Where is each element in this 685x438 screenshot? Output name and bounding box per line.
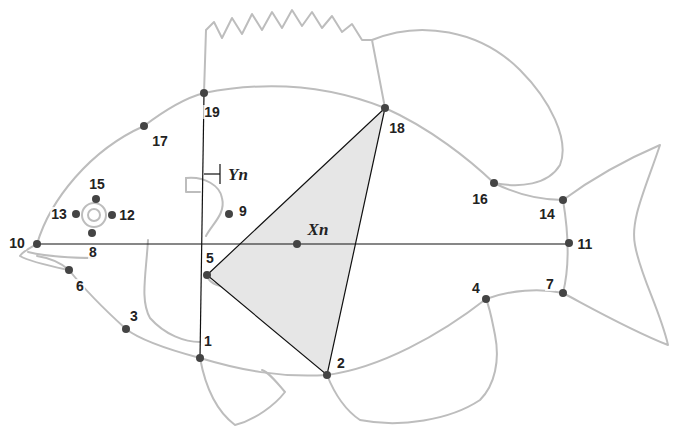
landmark-number: 7 <box>545 277 555 291</box>
axis-label: Yn <box>227 166 249 183</box>
landmark-number: 3 <box>129 309 139 323</box>
landmark-number: 5 <box>205 251 215 265</box>
axis-label: Xn <box>307 221 330 238</box>
landmark-number: 13 <box>50 207 68 221</box>
axis-tick <box>219 164 220 184</box>
landmark-number: 18 <box>388 121 406 135</box>
horizontal-axis <box>37 243 569 244</box>
landmark-number: 6 <box>75 279 85 293</box>
landmark-number: 9 <box>238 204 248 218</box>
landmark-number: 2 <box>336 356 346 370</box>
landmark-number: 16 <box>471 192 489 206</box>
landmark-number: 8 <box>88 245 98 259</box>
landmark-number: 10 <box>8 236 26 250</box>
landmark-number: 4 <box>471 281 481 295</box>
fish-outline <box>20 10 668 425</box>
landmark-number: 14 <box>538 207 556 221</box>
landmark-number: 17 <box>151 134 169 148</box>
landmark-number: 11 <box>577 237 594 251</box>
landmark-dots <box>33 89 573 379</box>
landmark-number: 12 <box>118 208 136 222</box>
landmark-number: 19 <box>203 105 221 119</box>
landmark-number: 1 <box>203 334 213 348</box>
axis-tick <box>204 173 220 174</box>
shaded-triangle <box>207 108 385 375</box>
landmark-number: 15 <box>88 177 106 191</box>
vertical-axis <box>200 93 204 358</box>
